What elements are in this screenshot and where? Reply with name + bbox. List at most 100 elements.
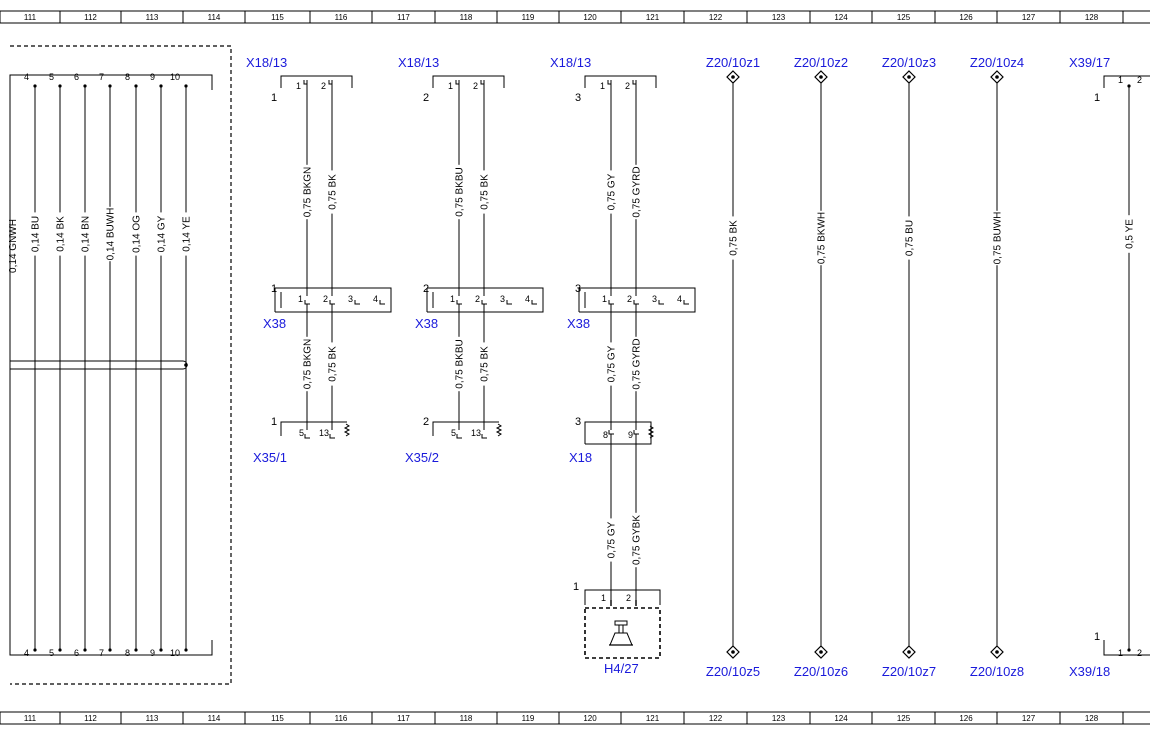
bottom-connector-index: 2	[423, 416, 429, 428]
ruler-label: 114	[208, 714, 221, 723]
ruler-label: 121	[646, 714, 660, 723]
right-connector-top-label: X39/17	[1069, 55, 1110, 70]
ruler-label: 128	[1085, 13, 1099, 22]
ruler-label: 114	[208, 13, 221, 22]
ruler-label: 120	[583, 13, 597, 22]
mid-pin: 4	[373, 294, 378, 304]
ruler-label: 124	[834, 13, 848, 22]
left-pin-top: 7	[99, 72, 104, 82]
top-pin: 2	[625, 81, 630, 91]
bottom-pin: 5	[451, 428, 456, 438]
splice-1: Z20/10z1 0,75 BK Z20/10z5	[706, 55, 760, 679]
wire-label-upper: 0,75 BK	[478, 170, 491, 214]
mid-pin: 1	[450, 294, 455, 304]
ruler-label: 122	[709, 714, 723, 723]
top-connector-label: X18/13	[246, 55, 287, 70]
top-pin: 2	[473, 81, 478, 91]
mid-pin: 4	[677, 294, 682, 304]
mid-connector-label: X38	[567, 316, 590, 331]
ruler-label: 123	[772, 13, 786, 22]
wire-label-upper-text: 0,75 BK	[480, 174, 491, 210]
ruler-label: 125	[897, 714, 911, 723]
bottom-connector-index: 3	[575, 416, 581, 428]
horn-icon	[609, 620, 633, 646]
wire-label-lower: 0,75 BKBU	[453, 336, 466, 392]
ruler-label: 120	[583, 714, 597, 723]
bottom-pin: 5	[299, 428, 304, 438]
left-wire-label: 0,14 OG	[130, 212, 143, 256]
left-pin-bottom: 5	[49, 648, 54, 658]
left-pin-top: 5	[49, 72, 54, 82]
left-pin-bottom: 10	[170, 648, 180, 658]
mid-pin: 2	[627, 294, 632, 304]
mid-pin: 2	[323, 294, 328, 304]
right-pin-bottom: 1	[1118, 648, 1123, 658]
mid-pin: 1	[298, 294, 303, 304]
top-pin: 1	[600, 81, 605, 91]
splice-top-label: Z20/10z1	[706, 55, 760, 70]
splice-wire-label-text: 0,75 BKWH	[817, 212, 828, 264]
splice-wire-label: 0,75 BK	[727, 216, 740, 260]
mid-pin: 1	[602, 294, 607, 304]
ruler-label: 127	[1022, 714, 1036, 723]
right-wire-label-text: 0,5 YE	[1125, 219, 1136, 249]
right-connector-index-bottom: 1	[1094, 631, 1100, 643]
ruler-label: 115	[271, 714, 284, 723]
wire-label-bottom-text: 0,75 GY	[607, 521, 618, 558]
wire-label-upper-text: 0,75 BKGN	[303, 167, 314, 218]
splice-wire-label: 0,75 BU	[903, 216, 916, 260]
ruler-label: 124	[834, 714, 848, 723]
left-pin-bottom: 7	[99, 648, 104, 658]
splice-wire-label: 0,75 BUWH	[991, 210, 1004, 266]
mid-connector-label: X38	[415, 316, 438, 331]
ruler-label: 117	[397, 13, 410, 22]
right-connector-index-top: 1	[1094, 92, 1100, 104]
ruler-label: 122	[709, 13, 723, 22]
left-wire-label-text: 0,14 BUWH	[106, 208, 117, 261]
ruler-label: 112	[84, 13, 97, 22]
component-index: 1	[573, 581, 579, 593]
ruler-label: 118	[460, 714, 473, 723]
wire-label-upper-text: 0,75 BKBU	[455, 167, 466, 216]
splice-wire-label-text: 0,75 BK	[729, 220, 740, 256]
mid-pin: 3	[652, 294, 657, 304]
left-wire-label-text: 0,14 BK	[56, 216, 67, 252]
ruler-label: 112	[84, 714, 97, 723]
wire-label-upper: 0,75 BK	[326, 170, 339, 214]
splice-bottom-label: Z20/10z6	[794, 664, 848, 679]
top-connector-index: 3	[575, 92, 581, 104]
left-wire-label-text: 0,14 OG	[132, 215, 143, 253]
right-pin: 2	[1137, 75, 1142, 85]
top-connector-index: 1	[271, 92, 277, 104]
splice-wire-label: 0,75 BKWH	[815, 210, 828, 266]
ruler-label: 117	[397, 714, 410, 723]
wire-label-lower: 0,75 GYRD	[630, 336, 643, 392]
wire-label-upper: 0,75 BKGN	[301, 164, 314, 220]
right-pin-bottom: 2	[1137, 648, 1142, 658]
right-pin: 1	[1118, 75, 1123, 85]
right-connector-bottom-label: X39/18	[1069, 664, 1110, 679]
wire-label-upper: 0,75 GY	[605, 170, 618, 214]
left-pin-bottom: 6	[74, 648, 79, 658]
top-pin: 1	[448, 81, 453, 91]
wire-label-upper-text: 0,75 BK	[328, 174, 339, 210]
wire-label-partial: 0,14 GNWH	[8, 219, 19, 273]
splice-bottom-label: Z20/10z5	[706, 664, 760, 679]
left-pin-bottom: 4	[24, 648, 29, 658]
top-pin: 1	[296, 81, 301, 91]
component-label: H4/27	[604, 661, 639, 676]
wire-label-lower-text: 0,75 GY	[607, 345, 618, 382]
wire-label-upper: 0,75 BKBU	[453, 164, 466, 220]
left-wire-label: 0,14 YE	[180, 212, 193, 256]
wire-label-upper-text: 0,75 GYRD	[632, 166, 643, 217]
left-wire-label: 0,14 BU	[29, 212, 42, 256]
wire-label-bottom: 0,75 GY	[605, 518, 618, 562]
top-connector-label: X18/13	[550, 55, 591, 70]
